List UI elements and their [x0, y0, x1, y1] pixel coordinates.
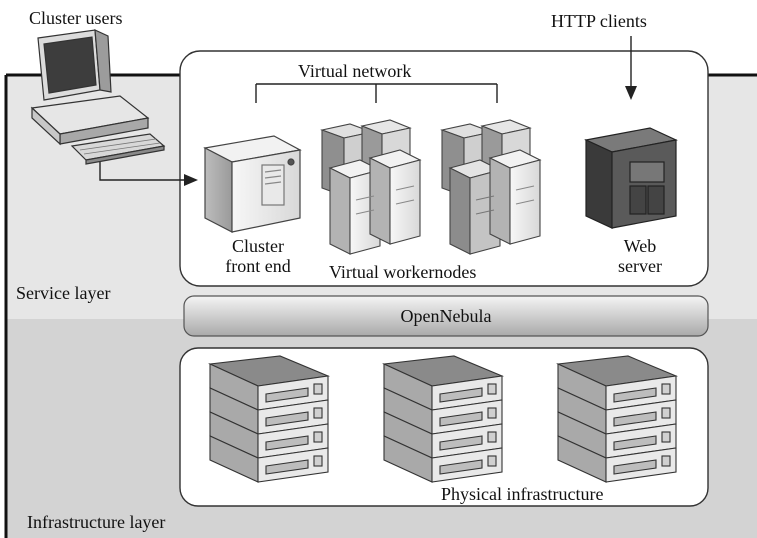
front-end-label-line1: Cluster	[232, 236, 284, 256]
rack-server-stack-icon	[381, 355, 505, 483]
virtual-workernodes-label: Virtual workernodes	[329, 262, 477, 282]
opennebula-bar	[183, 295, 709, 337]
cluster-users-label: Cluster users	[29, 8, 123, 28]
rack-server-stack-icon	[555, 355, 679, 483]
virtual-network-bracket	[255, 83, 498, 103]
opennebula-label: OpenNebula	[400, 306, 492, 326]
dark-tower-server-icon	[584, 127, 678, 229]
web-server-label-line1: Web	[623, 236, 657, 256]
service-layer-label: Service layer	[16, 283, 111, 303]
physical-infrastructure-label: Physical infrastructure	[441, 484, 604, 504]
http-arrow	[625, 36, 637, 100]
server-cluster-icon-2	[440, 119, 542, 255]
tower-server-icon	[203, 135, 302, 233]
infrastructure-layer-label: Infrastructure layer	[27, 512, 166, 532]
user-connector-arrow	[99, 157, 198, 186]
front-end-label-line2: front end	[225, 256, 291, 276]
web-server-label-line2: server	[618, 256, 662, 276]
virtual-network-label: Virtual network	[298, 61, 412, 81]
desktop-computer-icon	[30, 29, 166, 165]
http-clients-label: HTTP clients	[551, 11, 647, 31]
rack-server-stack-icon	[207, 355, 331, 483]
server-cluster-icon-1	[320, 119, 422, 255]
